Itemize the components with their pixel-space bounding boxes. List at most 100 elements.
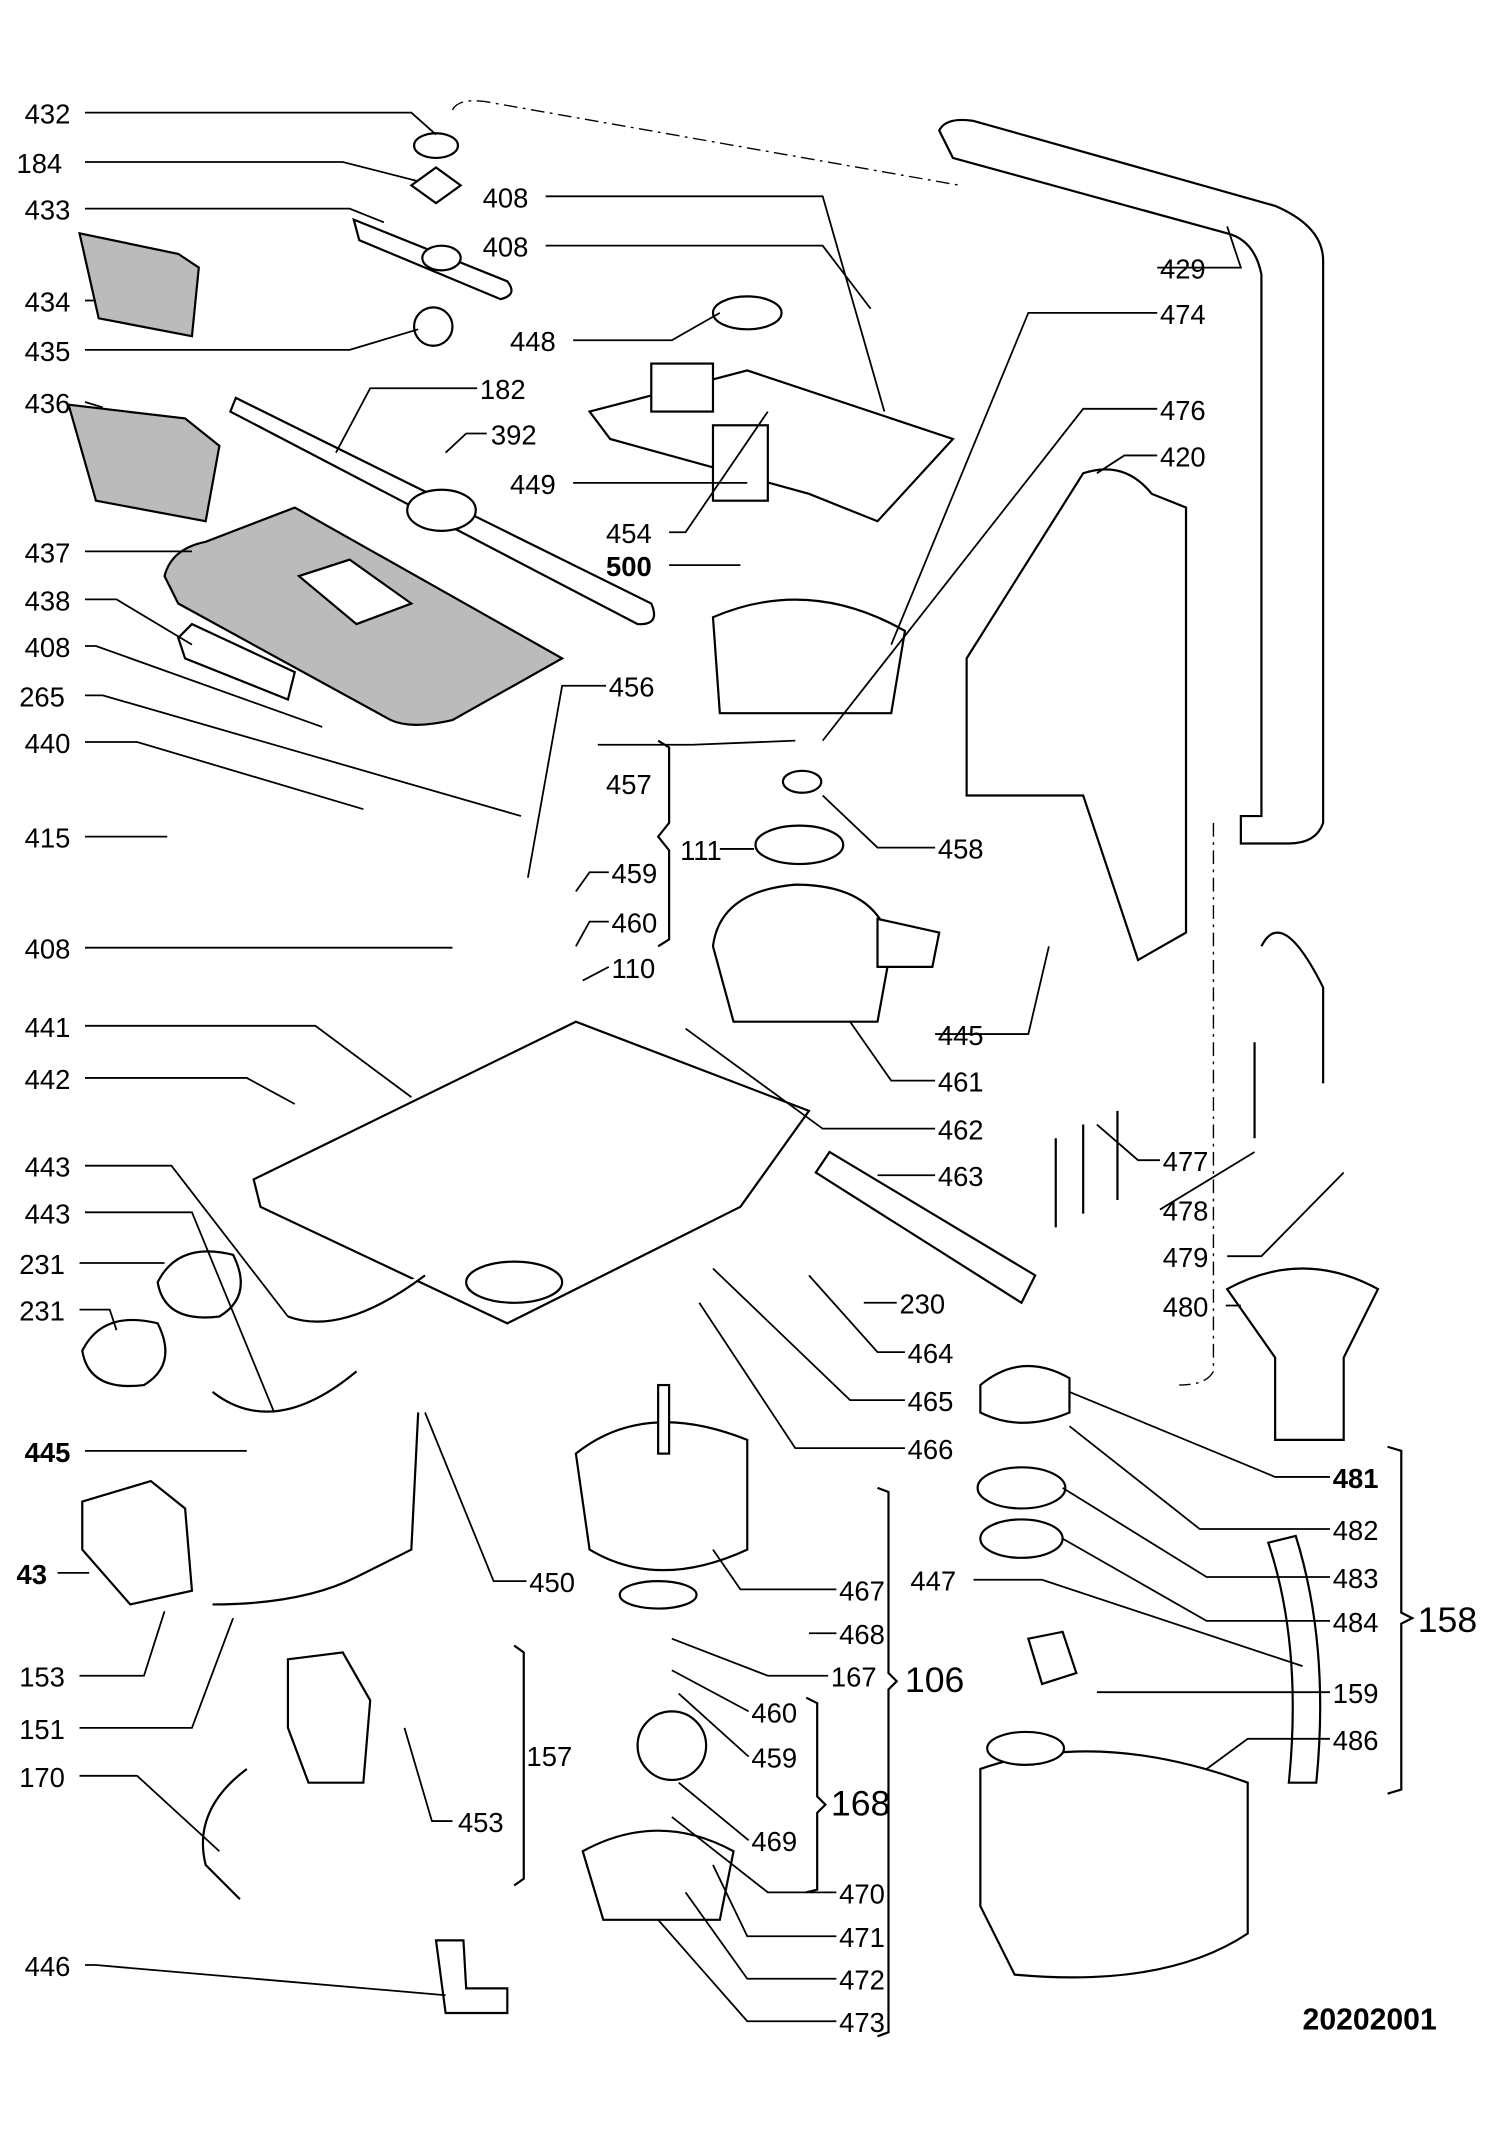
- callout-label: 408: [25, 632, 71, 663]
- hoses-477: [1054, 1110, 1119, 1228]
- callout-label: 481: [1333, 1463, 1379, 1494]
- callout-label: 437: [25, 537, 71, 568]
- callout-label: 453: [458, 1807, 504, 1838]
- base-frame-441: [252, 1020, 811, 1325]
- callout-label: 110: [612, 953, 656, 984]
- callout-label: 168: [831, 1784, 890, 1824]
- leader-line: [935, 946, 1050, 1035]
- callout-label: 443: [25, 1198, 71, 1229]
- pump-body-473: [581, 1829, 735, 1921]
- leader-line: [1206, 1737, 1330, 1770]
- hose-463: [814, 1150, 1037, 1305]
- inlet-hose-151: [212, 1412, 420, 1606]
- bracket-157: [513, 1644, 525, 1887]
- callout-label: 440: [25, 728, 71, 759]
- bracket-158: [1387, 1445, 1415, 1795]
- assembly-dashline-top: [451, 100, 960, 187]
- bracket-457: [656, 739, 671, 948]
- callout-labels: 4321844334344354364374384082654404154084…: [16, 99, 1477, 2039]
- salt-tank-159: [979, 1750, 1249, 1979]
- hose-443: [211, 1274, 426, 1413]
- leader-line: [424, 1412, 527, 1583]
- leader-line: [1069, 1391, 1330, 1478]
- leader-line: [671, 1669, 750, 1713]
- leader-line: [79, 1617, 234, 1729]
- nut-184: [409, 166, 463, 205]
- callout-label: 408: [483, 232, 529, 263]
- leader-line: [669, 411, 769, 534]
- parts-drawing: [67, 100, 1380, 2015]
- callout-label: 159: [1333, 1678, 1379, 1709]
- cutlery-basket-434: [78, 231, 200, 338]
- callout-label: 478: [1163, 1196, 1209, 1227]
- callout-label: 462: [938, 1115, 984, 1146]
- motor-106: [574, 1421, 749, 1572]
- callout-label: 443: [25, 1152, 71, 1183]
- callout-label: 435: [25, 336, 71, 367]
- basket-436: [67, 403, 221, 523]
- leader-line: [712, 1864, 837, 1938]
- leader-line: [85, 741, 364, 811]
- drain-duct: [937, 118, 1325, 845]
- callout-label: 182: [480, 374, 526, 405]
- callout-label: 454: [606, 518, 652, 549]
- assembly-brackets: [513, 739, 1415, 2038]
- callout-label: 466: [908, 1434, 954, 1465]
- callout-label: 461: [938, 1067, 984, 1098]
- callout-label: 158: [1418, 1600, 1477, 1640]
- water-valve-153: [81, 1479, 194, 1606]
- callout-label: 231: [19, 1296, 65, 1327]
- cap-481: [979, 1364, 1071, 1424]
- leader-line: [685, 1027, 936, 1130]
- callout-label: 474: [1160, 299, 1206, 330]
- callout-label: 476: [1160, 395, 1206, 426]
- leader-line: [822, 794, 936, 849]
- callout-label: 111: [680, 835, 722, 866]
- callout-label: 442: [25, 1064, 71, 1095]
- callout-label: 468: [839, 1619, 885, 1650]
- leader-line: [575, 920, 609, 947]
- leader-line: [890, 311, 1158, 645]
- leader-line: [684, 1891, 837, 1980]
- leader-line: [545, 195, 886, 412]
- callout-label: 445: [938, 1020, 984, 1051]
- bracket-168: [805, 1696, 827, 1894]
- callout-label: 153: [19, 1662, 65, 1693]
- leader-line: [582, 966, 610, 982]
- callout-label: 449: [510, 469, 556, 500]
- pump-housing-top: [587, 369, 955, 523]
- callout-label: 480: [1163, 1292, 1209, 1323]
- leader-line: [85, 645, 323, 728]
- leader-line: [85, 1211, 276, 1413]
- callout-label: 465: [908, 1386, 954, 1417]
- callout-label: 157: [527, 1741, 573, 1772]
- callout-label: 484: [1333, 1607, 1379, 1638]
- callout-label: 469: [751, 1826, 797, 1857]
- leader-line: [1096, 454, 1158, 475]
- callout-label: 392: [491, 419, 537, 450]
- callout-label: 432: [25, 99, 71, 130]
- pump-volute-461: [711, 883, 893, 1023]
- callout-label: 184: [16, 148, 62, 179]
- leader-line: [712, 1267, 905, 1402]
- ring-seal-432: [412, 132, 460, 160]
- leader-line: [85, 694, 522, 817]
- handle-438: [176, 622, 297, 701]
- callout-label: 434: [25, 286, 71, 317]
- callout-label: 429: [1160, 254, 1206, 285]
- motor-shaft: [657, 1383, 671, 1455]
- leader-line: [85, 598, 193, 646]
- bracket-106: [877, 1486, 899, 2038]
- sump-opening: [465, 1260, 564, 1304]
- callout-label: 472: [839, 1965, 885, 1996]
- callout-label: 447: [910, 1566, 956, 1597]
- callout-label: 415: [25, 823, 71, 854]
- leader-line: [1227, 1171, 1345, 1258]
- callout-label: 464: [908, 1338, 954, 1369]
- ring-484: [979, 1518, 1064, 1559]
- callout-label: 500: [606, 551, 652, 582]
- leader-line: [527, 684, 607, 878]
- impeller-458: [781, 769, 823, 794]
- leader-line: [85, 207, 385, 224]
- leader-line: [545, 244, 872, 310]
